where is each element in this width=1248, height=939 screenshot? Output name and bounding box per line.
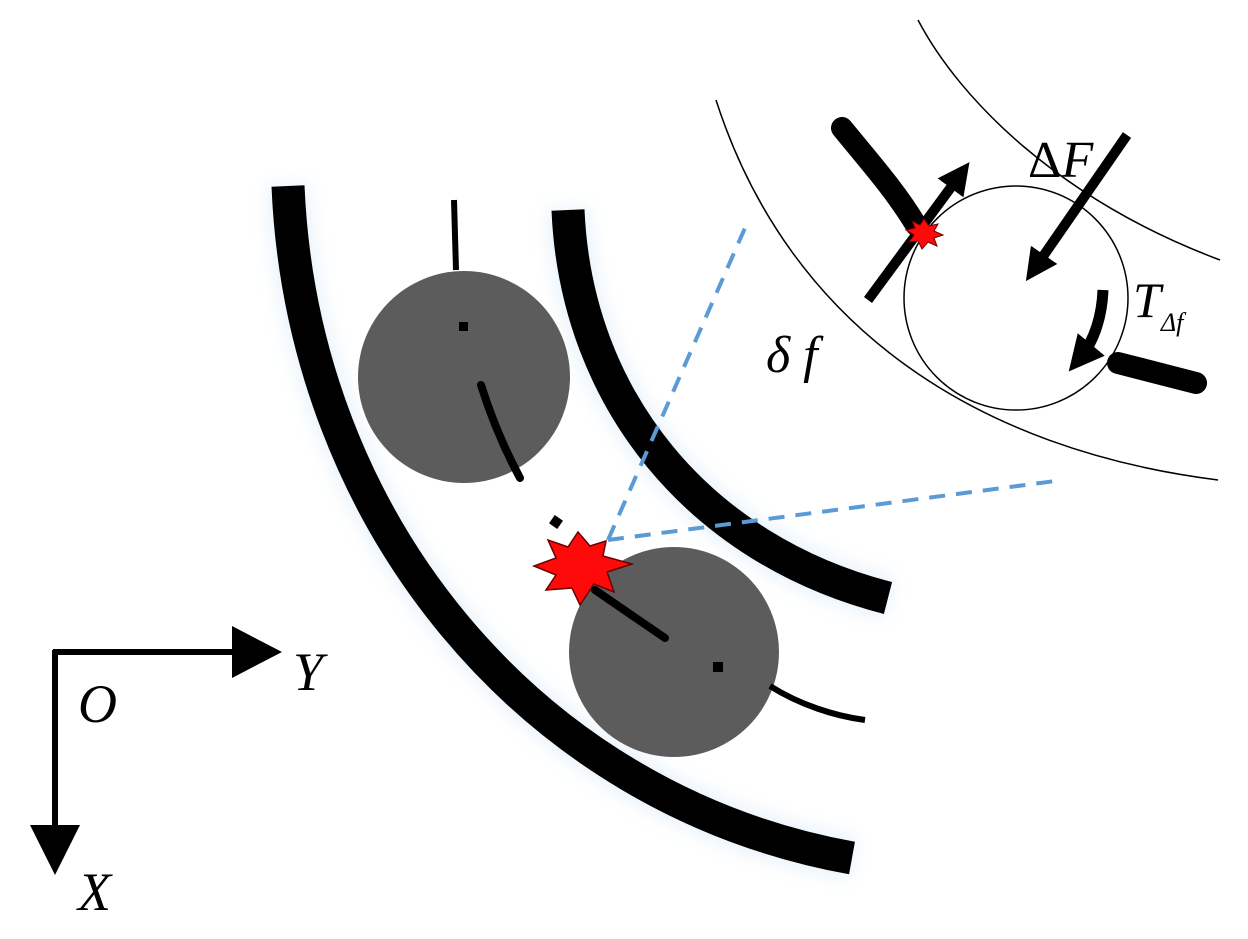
label-torque-sub: Δf <box>1160 308 1187 337</box>
label-force-var: F <box>1060 132 1094 189</box>
debris-dot <box>549 515 563 529</box>
force-arrow <box>1025 132 1132 282</box>
inset-lower-segment <box>1107 352 1207 394</box>
defect-burst <box>531 530 635 607</box>
inset-race-arcs <box>715 19 1221 481</box>
y-axis-arrowhead <box>232 626 282 678</box>
inner-raceway <box>551 209 893 614</box>
outer-raceway <box>271 185 855 875</box>
x-axis-arrowhead <box>30 825 80 875</box>
label-origin: O <box>78 674 117 734</box>
rolling-ball-lower <box>569 547 866 757</box>
torque-arrow <box>1068 289 1109 372</box>
label-torque: TΔf <box>1133 272 1187 337</box>
label-delta-f: δ f <box>766 327 824 384</box>
label-axis-y: Y <box>293 642 328 702</box>
label-force-delta: Δ <box>1028 132 1061 189</box>
inset-upper-segment <box>831 117 927 236</box>
inset-contact-circle <box>903 185 1129 411</box>
zoom-lines <box>606 227 1064 542</box>
rolling-ball-upper <box>358 199 570 483</box>
inset-defect-burst <box>904 218 945 250</box>
coordinate-axes <box>30 626 282 875</box>
label-force: ΔF <box>1028 132 1094 189</box>
label-axis-x: X <box>76 862 113 922</box>
label-torque-T: T <box>1133 272 1164 328</box>
